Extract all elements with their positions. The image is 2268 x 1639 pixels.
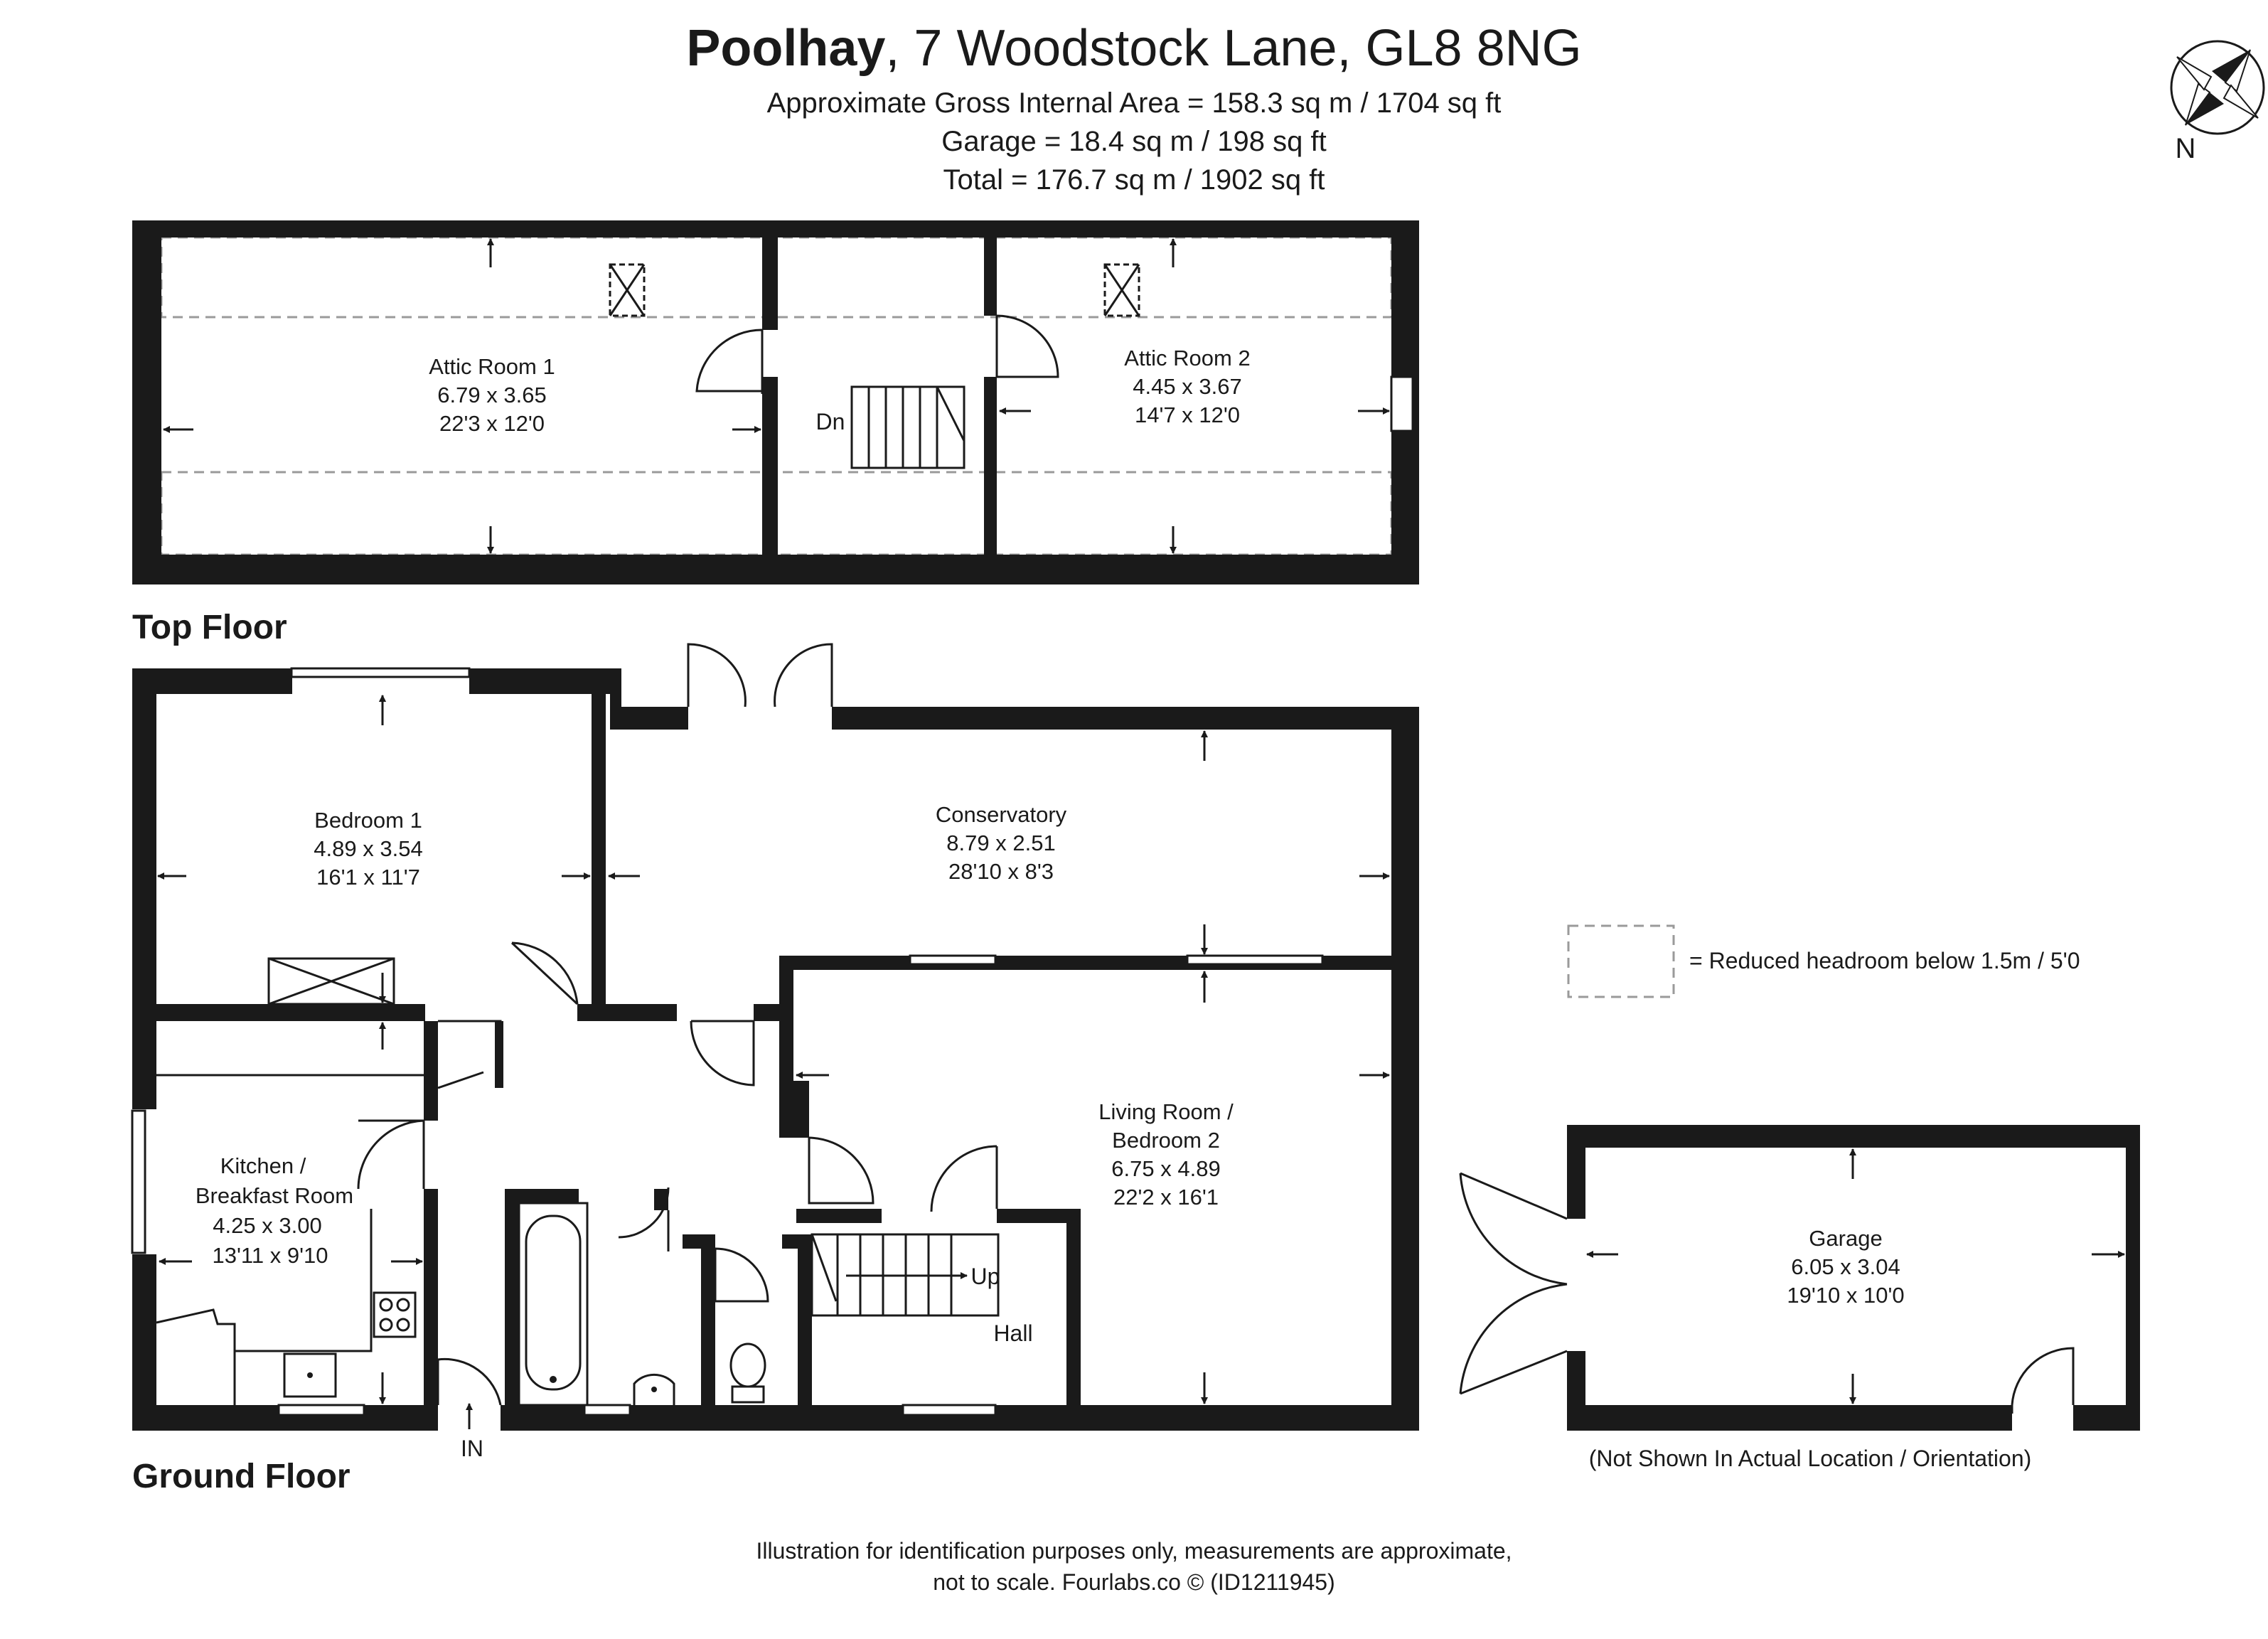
kitchen-name-line2: Breakfast Room xyxy=(196,1183,353,1208)
door-icon xyxy=(618,1187,670,1251)
french-door-icon xyxy=(687,643,833,708)
gross-internal-area: Approximate Gross Internal Area = 158.3 … xyxy=(767,87,1502,119)
attic-room-2-metric: 4.45 x 3.67 xyxy=(1133,374,1241,399)
disclaimer-line-1: Illustration for identification purposes… xyxy=(756,1538,1512,1564)
conservatory-name: Conservatory xyxy=(936,802,1067,827)
roof-light-icon xyxy=(609,263,646,317)
disclaimer-line-2: not to scale. Fourlabs.co © (ID1211945) xyxy=(933,1569,1335,1595)
basin-icon xyxy=(633,1373,675,1405)
door-icon xyxy=(690,1020,755,1087)
roof-light-icon xyxy=(267,957,395,1005)
window-icon xyxy=(1186,954,1324,966)
ground-floor-plan: Up Hall IN xyxy=(131,643,1419,1461)
garage-metric: 6.05 x 3.04 xyxy=(1791,1254,1900,1279)
garage-plan: Garage 6.05 x 3.04 19'10 x 10'0 xyxy=(1459,1125,2140,1431)
entrance-door-icon xyxy=(437,1357,502,1406)
door-icon xyxy=(808,1136,874,1205)
attic-room-2-name: Attic Room 2 xyxy=(1124,346,1250,370)
window-icon xyxy=(277,1404,365,1416)
living-room-imperial: 22'2 x 16'1 xyxy=(1113,1185,1219,1210)
plan-title: Poolhay, 7 Woodstock Lane, GL8 8NG xyxy=(686,20,1581,77)
stairs-up-label: Up xyxy=(971,1264,1000,1289)
living-room-name-line2: Bedroom 2 xyxy=(1112,1128,1220,1153)
door-icon xyxy=(695,329,764,394)
garage-location-note: (Not Shown In Actual Location / Orientat… xyxy=(1589,1446,2032,1471)
door-icon xyxy=(510,941,579,1005)
kitchen-imperial: 13'11 x 9'10 xyxy=(213,1243,328,1268)
attic-room-1-name: Attic Room 1 xyxy=(429,354,555,379)
window-icon xyxy=(902,1404,997,1416)
door-icon xyxy=(714,1247,769,1303)
top-floor-plan: Dn Attic Room 1 6.79 x 3.65 22'3 x 12'0 … xyxy=(132,220,1419,584)
attic-room-1-metric: 6.79 x 3.65 xyxy=(437,383,546,407)
bedroom-1-imperial: 16'1 x 11'7 xyxy=(316,865,420,890)
garage-imperial: 19'10 x 10'0 xyxy=(1787,1283,1904,1308)
title-address: , 7 Woodstock Lane, GL8 8NG xyxy=(885,20,1581,77)
window-icon xyxy=(583,1404,631,1416)
stairs-down-label: Dn xyxy=(816,409,845,434)
kitchen-name-line1: Kitchen / xyxy=(220,1153,306,1178)
bedroom-1-metric: 4.89 x 3.54 xyxy=(314,836,422,861)
staircase-icon xyxy=(811,1233,1000,1317)
title-house-name: Poolhay xyxy=(686,20,885,77)
window-icon xyxy=(290,667,471,678)
sink-icon xyxy=(283,1352,337,1398)
top-floor-label: Top Floor xyxy=(132,609,287,646)
hob-icon xyxy=(373,1291,417,1338)
garage-door-icon xyxy=(1459,1283,1568,1395)
conservatory-metric: 8.79 x 2.51 xyxy=(946,831,1055,855)
ground-floor-label: Ground Floor xyxy=(132,1458,351,1495)
garage-area: Garage = 18.4 sq m / 198 sq ft xyxy=(941,126,1326,157)
door-icon xyxy=(2011,1347,2075,1414)
toilet-icon xyxy=(729,1342,766,1404)
window-icon xyxy=(909,954,997,966)
garage-door-icon xyxy=(1459,1172,1568,1286)
legend-text: = Reduced headroom below 1.5m / 5'0 xyxy=(1689,948,2080,973)
roof-light-icon xyxy=(1103,263,1140,317)
conservatory-imperial: 28'10 x 8'3 xyxy=(948,859,1054,884)
bath-icon xyxy=(518,1202,589,1406)
door-icon xyxy=(357,1119,425,1190)
hall-label: Hall xyxy=(993,1320,1032,1346)
staircase-icon xyxy=(850,385,965,469)
total-area: Total = 176.7 sq m / 1902 sq ft xyxy=(943,164,1325,196)
garage-name: Garage xyxy=(1809,1226,1882,1251)
reduced-headroom-swatch xyxy=(1567,924,1675,998)
entrance-label: IN xyxy=(461,1436,483,1461)
bedroom-1-name: Bedroom 1 xyxy=(314,808,422,833)
compass-north-label: N xyxy=(2176,133,2196,164)
compass-icon xyxy=(2170,40,2265,135)
living-room-metric: 6.75 x 4.89 xyxy=(1111,1156,1220,1181)
attic-room-1-imperial: 22'3 x 12'0 xyxy=(439,411,545,436)
living-room-name-line1: Living Room / xyxy=(1098,1099,1234,1124)
door-icon xyxy=(995,314,1059,378)
door-icon xyxy=(930,1145,998,1212)
kitchen-metric: 4.25 x 3.00 xyxy=(213,1213,321,1238)
attic-room-2-imperial: 14'7 x 12'0 xyxy=(1135,402,1240,427)
window-icon xyxy=(131,1109,146,1254)
